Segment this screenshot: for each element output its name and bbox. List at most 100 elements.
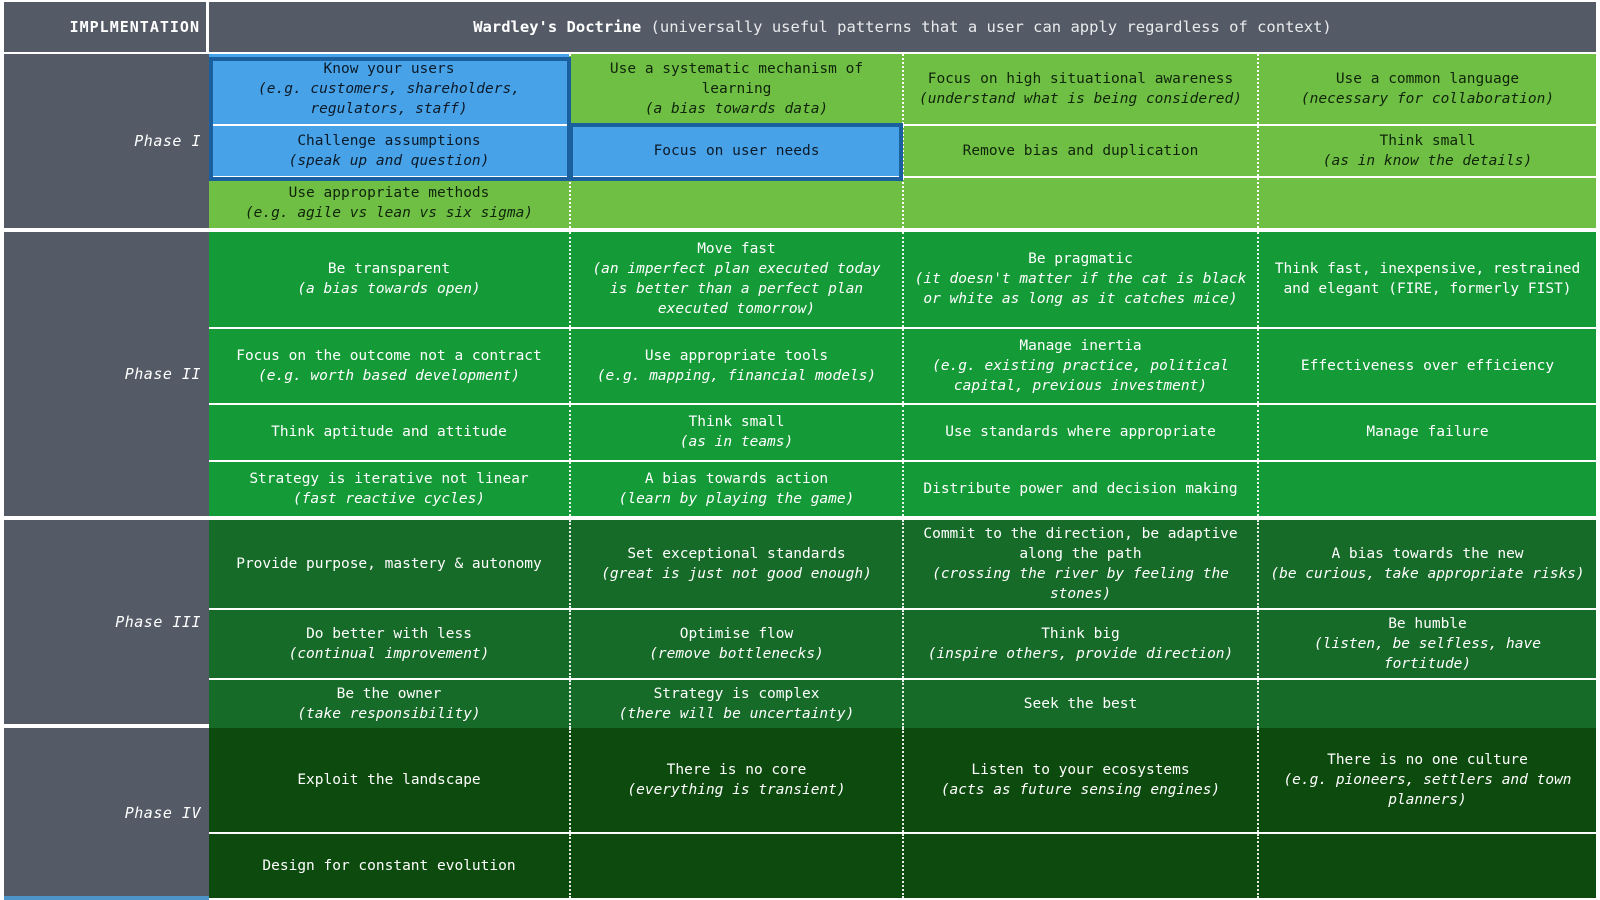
doctrine-cell[interactable]: There is no one culture(e.g. pioneers, s… [1257,728,1596,832]
doctrine-cell[interactable]: Think big(inspire others, provide direct… [902,610,1257,678]
doctrine-cell-text: Optimise flow(remove bottlenecks) [581,624,892,664]
doctrine-cell-text: Use a systematic mechanism of learning(a… [581,59,892,119]
phase-grid-2: Be transparent(a bias towards open)Move … [209,230,1596,518]
doctrine-cell-text: Focus on high situational awareness (und… [914,69,1247,109]
doctrine-cell-text: Use appropriate tools(e.g. mapping, fina… [581,346,892,386]
doctrine-cell[interactable]: Be the owner(take responsibility) [209,680,569,728]
doctrine-cell[interactable]: Commit to the direction, be adaptive alo… [902,520,1257,608]
doctrine-principle: Challenge assumptions [297,133,481,149]
doctrine-principle: Listen to your ecosystems [971,762,1190,778]
doctrine-principle: Be pragmatic [1028,251,1133,268]
doctrine-cell[interactable]: Design for constant evolution [209,834,569,898]
doctrine-cell[interactable]: Focus on the outcome not a contract (e.g… [209,328,569,403]
doctrine-cell[interactable]: Do better with less(continual improvemen… [209,610,569,678]
doctrine-cell-text: Set exceptional standards(great is just … [581,544,892,584]
doctrine-row: Know your users(e.g. customers, sharehol… [209,54,1596,124]
header-implementation-label: IMPLMENTATION [4,2,209,52]
doctrine-cell[interactable]: Be transparent(a bias towards open) [209,232,569,327]
doctrine-note: (an imperfect plan executed today is bet… [592,261,881,318]
doctrine-note: (crossing the river by feeling the stone… [932,566,1229,602]
doctrine-cell[interactable]: Use a systematic mechanism of learning(a… [569,54,902,124]
doctrine-cell[interactable]: Be pragmatic(it doesn't matter if the ca… [902,232,1257,327]
doctrine-cell[interactable]: Be humble(listen, be selfless, have fort… [1257,610,1596,678]
doctrine-cell[interactable]: Strategy is complex(there will be uncert… [569,680,902,728]
doctrine-principle: Distribute power and decision making [923,480,1238,497]
doctrine-cell[interactable]: Manage inertia(e.g. existing practice, p… [902,328,1257,403]
doctrine-cell[interactable]: Effectiveness over efficiency [1257,328,1596,403]
doctrine-principle: Exploit the landscape [297,772,481,788]
doctrine-title-text: Wardley's Doctrine [473,18,642,36]
doctrine-principle: Remove bias and duplication [962,143,1199,159]
doctrine-cell-text: A bias towards action(learn by playing t… [581,469,892,509]
doctrine-principle: Use appropriate tools [644,347,829,364]
doctrine-cell[interactable]: Provide purpose, mastery & autonomy [209,520,569,608]
doctrine-cell[interactable]: A bias towards the new (be curious, take … [1257,520,1596,608]
doctrine-cell[interactable]: Set exceptional standards(great is just … [569,520,902,608]
phase-band-3: Phase III Provide purpose, mastery & auto… [4,518,1596,728]
doctrine-note: (everything is transient) [627,782,846,798]
doctrine-cell[interactable]: Move fast (an imperfect plan executed tod… [569,232,902,327]
doctrine-cell[interactable]: A bias towards action(learn by playing t… [569,461,902,516]
doctrine-principle: A bias towards the new [1331,546,1524,562]
doctrine-principle: Commit to the direction, be adaptive alo… [923,526,1238,562]
doctrine-principle: There is no core [666,762,807,778]
doctrine-cell-text: Move fast (an imperfect plan executed tod… [581,239,892,319]
doctrine-cell[interactable]: Think small(as in teams) [569,405,902,460]
doctrine-cell-text: Be the owner(take responsibility) [219,684,559,724]
doctrine-cell-text: Focus on the outcome not a contract (e.g… [219,346,559,386]
doctrine-principle: Move fast [697,241,776,258]
doctrine-note: (be curious, take appropriate risks) [1270,566,1585,582]
doctrine-cell-text: Think big(inspire others, provide direct… [914,624,1247,664]
doctrine-cell[interactable]: Use appropriate methods(e.g. agile vs le… [209,178,569,228]
doctrine-cell[interactable]: There is no core (everything is transient… [569,728,902,832]
doctrine-cell-text: Think fast, inexpensive, restrained and … [1269,259,1586,299]
doctrine-cell[interactable]: Distribute power and decision making [902,461,1257,516]
doctrine-note: (as in know the details) [1322,153,1533,169]
doctrine-cell[interactable]: Think aptitude and attitude [209,405,569,460]
doctrine-cell-text: There is no core (everything is transient… [581,760,892,800]
doctrine-cell[interactable]: Challenge assumptions (speak up and quest… [209,126,569,176]
doctrine-note: (speak up and question) [288,153,490,169]
doctrine-cell-text: Be pragmatic(it doesn't matter if the ca… [914,249,1247,309]
doctrine-cell[interactable]: Use appropriate tools(e.g. mapping, fina… [569,328,902,403]
doctrine-cell-text: There is no one culture(e.g. pioneers, s… [1269,750,1586,810]
doctrine-cell[interactable]: Strategy is iterative not linear(fast re… [209,461,569,516]
doctrine-cell[interactable]: Use a common language (necessary for coll… [1257,54,1596,124]
doctrine-note: (as in teams) [679,434,794,451]
doctrine-cell[interactable]: Manage failure [1257,405,1596,460]
doctrine-note: (necessary for collaboration) [1300,91,1555,107]
doctrine-cell[interactable]: Listen to your ecosystems(acts as future… [902,728,1257,832]
phase-label-1: Phase I [4,52,209,230]
doctrine-note: (great is just not good enough) [601,566,872,582]
doctrine-subtitle-text: (universally useful patterns that a user… [641,18,1332,36]
table-header-row: IMPLMENTATION Wardley's Doctrine (univer… [4,0,1596,52]
doctrine-cell-empty [1257,461,1596,516]
phase-label-3: Phase III [4,518,209,726]
doctrine-cell-text: Strategy is iterative not linear(fast re… [219,469,559,509]
doctrine-principle: Use a common language [1335,71,1520,87]
doctrine-cell[interactable]: Think small(as in know the details) [1257,126,1596,176]
doctrine-cell-empty [569,834,902,898]
doctrine-cell[interactable]: Exploit the landscape [209,728,569,832]
doctrine-note: (listen, be selfless, have fortitude) [1314,636,1541,672]
doctrine-cell[interactable]: Focus on user needs [569,126,902,176]
doctrine-cell[interactable]: Know your users(e.g. customers, sharehol… [209,54,569,124]
doctrine-cell-text: Know your users(e.g. customers, sharehol… [219,59,559,119]
doctrine-cell[interactable]: Focus on high situational awareness (und… [902,54,1257,124]
doctrine-cell-text: Commit to the direction, be adaptive alo… [914,524,1247,604]
doctrine-cell[interactable]: Use standards where appropriate [902,405,1257,460]
doctrine-row: Strategy is iterative not linear(fast re… [209,459,1596,516]
doctrine-cell[interactable]: Think fast, inexpensive, restrained and … [1257,232,1596,327]
doctrine-cell-text: Effectiveness over efficiency [1269,356,1586,376]
doctrine-cell[interactable]: Optimise flow(remove bottlenecks) [569,610,902,678]
doctrine-cell-text: Provide purpose, mastery & autonomy [219,554,559,574]
doctrine-cell-text: Seek the best [914,694,1247,714]
doctrine-cell-text: Distribute power and decision making [914,479,1247,499]
doctrine-cell[interactable]: Remove bias and duplication [902,126,1257,176]
doctrine-cell-empty [902,834,1257,898]
doctrine-cell-text: Remove bias and duplication [914,141,1247,161]
doctrine-cell[interactable]: Seek the best [902,680,1257,728]
